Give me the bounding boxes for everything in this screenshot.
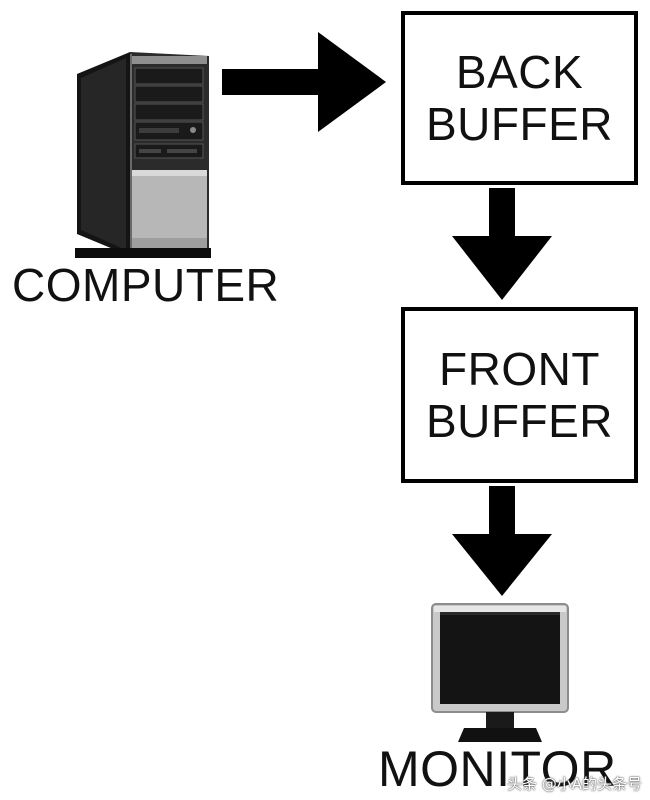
arrow-computer-to-back-buffer — [222, 32, 386, 132]
arrow-back-to-front-buffer — [452, 188, 552, 300]
watermark-text: 头条 @小A的头条号 — [506, 775, 642, 793]
back-buffer-line1: BACK — [455, 46, 584, 98]
front-buffer-box: FRONT BUFFER — [401, 307, 638, 483]
back-buffer-box: BACK BUFFER — [401, 11, 638, 185]
computer-label: COMPUTER — [12, 259, 280, 311]
arrow-front-buffer-to-monitor — [452, 486, 552, 596]
lcd-monitor-icon — [431, 603, 569, 742]
front-buffer-line2: BUFFER — [426, 395, 613, 447]
back-buffer-line2: BUFFER — [426, 98, 613, 150]
front-buffer-line1: FRONT — [439, 343, 600, 395]
desktop-tower-icon — [75, 52, 211, 258]
monitor-label: MONITOR — [378, 741, 617, 797]
